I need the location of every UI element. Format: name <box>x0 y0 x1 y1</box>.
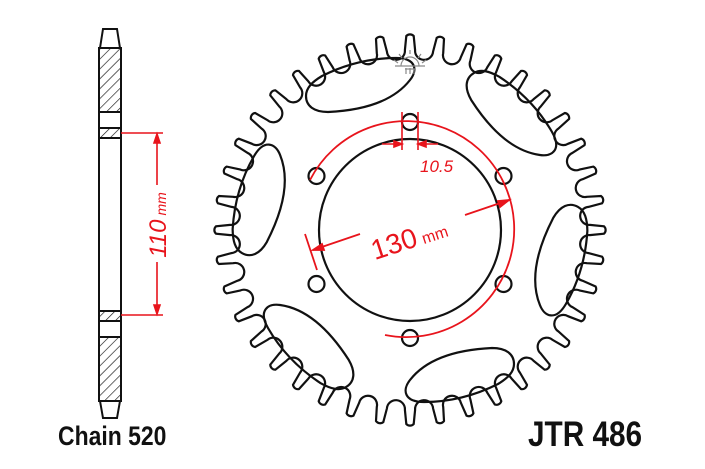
lightening-slot <box>465 69 558 157</box>
lightening-slots <box>231 56 589 404</box>
bolt-circle-dimension <box>304 198 512 271</box>
profile-bottom-gap <box>98 320 122 338</box>
profile-bottom-tip <box>98 400 122 419</box>
lightening-slot <box>304 56 416 114</box>
bolt-hole <box>494 274 513 294</box>
bolt-hole-dimension <box>382 112 438 150</box>
jt-logo-icon <box>393 50 427 74</box>
chain-size-label: Chain 520 <box>58 421 167 451</box>
center-bore <box>317 137 503 323</box>
lightening-slot <box>231 143 286 257</box>
profile-lower-strip <box>98 310 122 322</box>
side-dimension-label: 110mm <box>145 192 172 258</box>
part-number-label: JTR 486 <box>528 415 643 454</box>
sprocket-face <box>213 33 607 427</box>
bolt-circle-arc <box>309 120 516 338</box>
profile-top-hatch <box>98 47 122 113</box>
profile-top-gap <box>98 111 122 129</box>
bolt-circle-label: 130mm <box>367 212 451 266</box>
bolt-hole <box>400 328 420 348</box>
profile-top-tip <box>98 28 122 49</box>
bolt-hole <box>307 274 326 294</box>
profile-hub <box>98 137 122 312</box>
bolt-hole-label: 10.5 <box>420 157 454 176</box>
lightening-slot <box>404 346 516 404</box>
side-profile <box>98 28 122 419</box>
lightening-slot <box>262 303 355 391</box>
profile-bottom-hatch <box>98 336 122 402</box>
profile-upper-strip <box>98 127 122 139</box>
lightening-slot <box>534 203 589 317</box>
side-dimension <box>121 131 163 317</box>
